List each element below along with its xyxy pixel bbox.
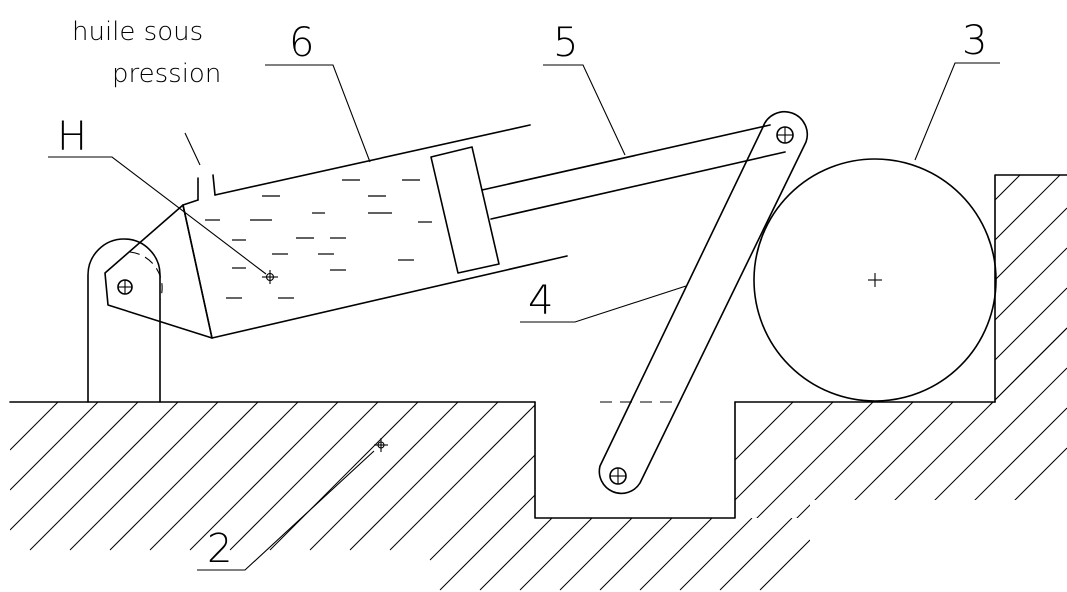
lever-bottom-pin-icon [609,467,627,485]
leader-h [48,156,267,275]
label-oil-line2: pression [112,59,221,89]
leader-3 [914,62,1000,161]
roller-center-mark [868,273,882,287]
oil-port-right [212,174,216,196]
ground-hatch-right [735,175,1067,518]
label-part-6: 6 [289,20,314,66]
roller [753,158,997,402]
support-dashed-arc [129,251,163,301]
point-h-marker [262,270,278,284]
leader-5 [543,64,626,156]
leader-4 [520,285,687,323]
lever-top-pin-icon [776,126,794,144]
pit-outline [534,401,736,519]
leader-6 [265,64,371,163]
cylinder-support [87,238,161,403]
piston-rod-top [481,124,771,191]
label-part-2: 2 [207,526,232,572]
cylinder-bottom-wall [211,255,568,339]
cylinder-pivot-pin-icon [117,279,133,295]
cylinder-back-wall [182,204,213,339]
lever-arm [598,110,809,495]
ground-hatch-left [10,402,810,591]
label-part-5: 5 [553,20,578,66]
leader-oil [184,132,201,166]
label-oil-line1: huile sous [72,17,203,47]
cylinder-top-short [182,199,199,206]
right-wall [994,174,1067,403]
piston [430,146,500,274]
label-part-3: 3 [962,18,987,64]
oil-fluid [205,179,432,299]
leader-2 [197,450,375,571]
piston-rod-bottom [490,151,786,220]
ground-point-marker [374,438,388,452]
label-point-h: H [57,114,87,160]
label-part-4: 4 [528,278,553,324]
cylinder-body [214,124,531,196]
